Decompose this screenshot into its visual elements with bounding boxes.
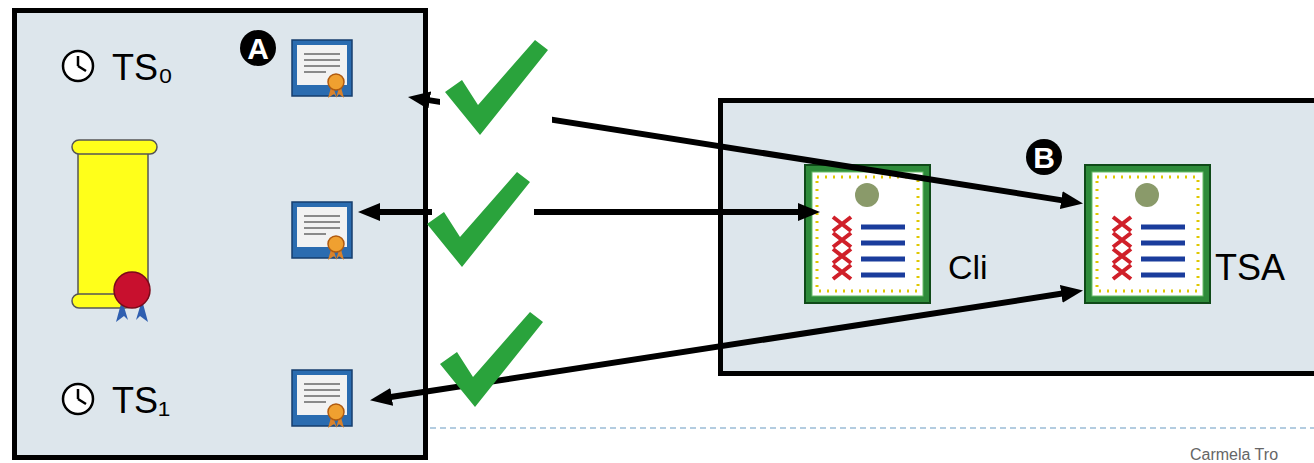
clock-icon xyxy=(63,51,93,81)
check-backdrop xyxy=(432,170,534,270)
clock-icon xyxy=(63,384,93,414)
check-mark xyxy=(440,312,543,407)
arrow-connector xyxy=(386,293,1067,398)
timestamp-label: TS₁ xyxy=(112,383,170,419)
footer-rule xyxy=(430,427,1314,429)
timestamp-row: TS₀ xyxy=(62,38,408,100)
certificate-icon xyxy=(292,40,352,98)
scroll-roll xyxy=(72,140,157,154)
arrow-line xyxy=(374,209,804,215)
scroll-body xyxy=(78,150,148,298)
check-mark xyxy=(445,40,548,135)
party-label: Cli xyxy=(948,250,988,284)
key-document: Cli xyxy=(803,163,998,303)
seal-ribbon xyxy=(116,300,148,322)
check-mark xyxy=(427,172,530,267)
timestamp-row: TS₁ xyxy=(62,368,370,430)
party-panel: B Cli TSA xyxy=(718,98,1314,376)
party-panel: A TS₀ TS₁ xyxy=(12,8,428,460)
panel-letter: A xyxy=(240,30,276,66)
party-label: TSA xyxy=(1215,250,1285,286)
key-document-icon xyxy=(1085,165,1210,303)
timestamp-label: TS₀ xyxy=(112,50,173,86)
panel-letter: B xyxy=(1026,139,1062,175)
arrow-connector xyxy=(424,99,1067,201)
author-footer: Carmela Tro xyxy=(1190,446,1278,463)
signed-scroll xyxy=(72,140,157,322)
edge-layer xyxy=(386,99,1067,397)
key-document-icon xyxy=(805,165,930,303)
wax-seal xyxy=(114,272,150,308)
key-document: TSA xyxy=(1083,163,1314,303)
scroll-roll xyxy=(72,294,132,308)
certificate-icon xyxy=(292,202,352,260)
check-backdrop xyxy=(440,36,552,138)
certificate-icon xyxy=(292,370,352,428)
